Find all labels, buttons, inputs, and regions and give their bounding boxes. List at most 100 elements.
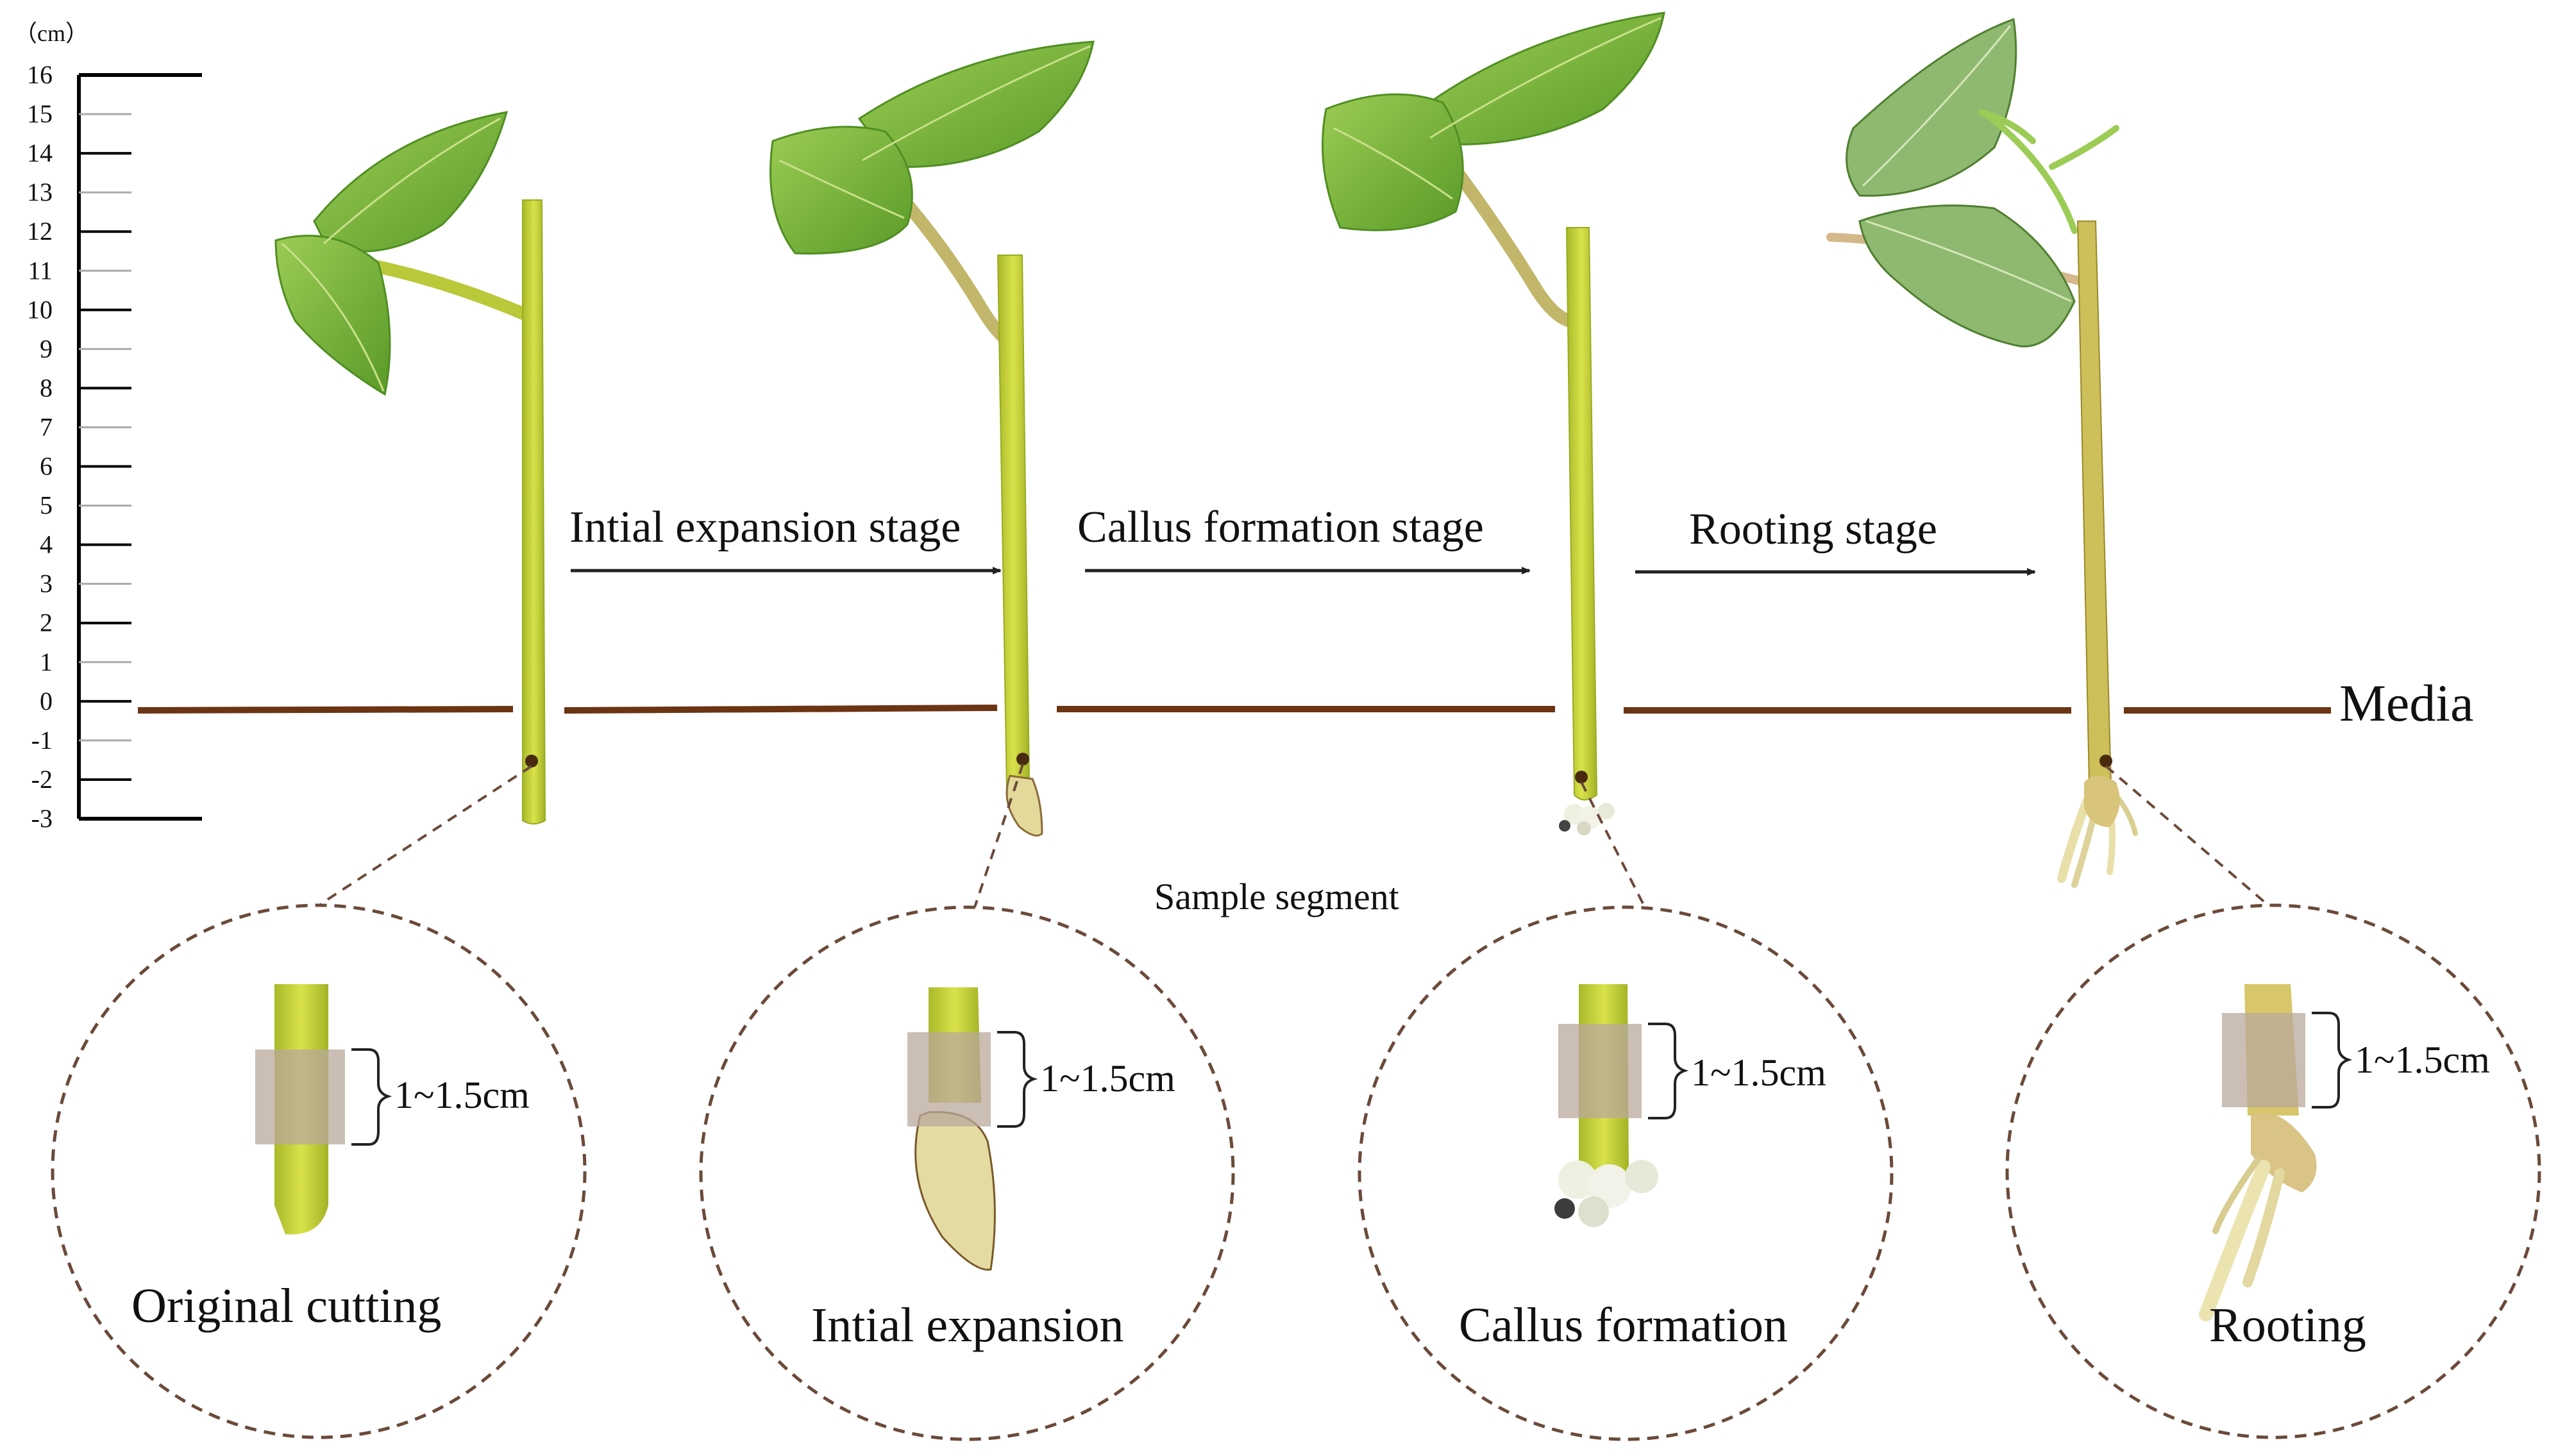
petiole <box>369 260 531 321</box>
leaf-vein <box>1865 220 2072 303</box>
sample-dot <box>1016 753 1029 766</box>
leader-line-1 <box>319 765 533 905</box>
leader-line-4 <box>2105 765 2268 905</box>
range-bracket <box>351 1048 392 1146</box>
leaf-vein <box>323 117 501 245</box>
media-segment <box>137 706 514 714</box>
leaf-vein <box>1862 25 2012 187</box>
ruler-tick-label: 12 <box>27 217 53 246</box>
stage-arrows: Intial expansion stage Callus formation … <box>569 503 2036 576</box>
callus-blob <box>1588 1164 1631 1208</box>
detail-label: Rooting <box>2209 1298 2366 1352</box>
plant-initial-expansion <box>770 40 1095 837</box>
leaf-vein <box>1333 127 1453 200</box>
detail-rooting: 1~1.5cm Rooting <box>2005 903 2541 1439</box>
leaf <box>857 40 1095 168</box>
ruler-tick-label: 0 <box>40 687 53 715</box>
range-bracket <box>1648 1023 1689 1119</box>
ruler-tick-label: 15 <box>27 99 53 128</box>
swollen-base <box>1005 774 1043 837</box>
ruler-tick-label: 2 <box>40 608 53 637</box>
leaf <box>1846 17 2017 197</box>
leaf <box>1321 93 1464 231</box>
sample-segment-label: Sample segment <box>1154 876 1399 917</box>
sample-dot <box>2099 755 2112 767</box>
sample-box <box>1558 1024 1642 1118</box>
root-cluster <box>2057 776 2138 888</box>
ruler-tick-label: 9 <box>40 334 53 363</box>
root <box>2212 1157 2260 1234</box>
plant-rooting <box>1826 17 2138 888</box>
leader-line-2 <box>973 764 1024 908</box>
root <box>2199 1160 2271 1321</box>
ruler-unit-label: （cm） <box>14 21 88 46</box>
ruler-tick-label: 7 <box>40 412 53 441</box>
ruler-tick-label: -3 <box>31 804 53 833</box>
ruler-tick-label: 6 <box>40 452 53 481</box>
stage-label: Intial expansion stage <box>569 503 961 552</box>
range-bracket <box>2312 1012 2353 1109</box>
detail-label: Intial expansion <box>811 1298 1124 1352</box>
callus-blob <box>1577 821 1591 835</box>
stem <box>522 199 546 824</box>
plant-callus-formation <box>1321 12 1665 835</box>
stem <box>997 255 1031 792</box>
ruler-tick-label: 14 <box>27 138 53 167</box>
callus-blob <box>1559 820 1570 832</box>
stage-arrow-rooting: Rooting stage <box>1635 505 2036 576</box>
ruler-tick-label: 5 <box>40 491 53 520</box>
callus-blob <box>1598 803 1615 819</box>
callus-blob <box>1578 1196 1609 1227</box>
stem <box>1565 227 1598 801</box>
callus-blob <box>1558 1160 1597 1199</box>
stage-arrow-callus-formation: Callus formation stage <box>1077 503 1531 574</box>
media-segment <box>564 705 998 714</box>
detail-circle <box>51 903 587 1439</box>
ruler-tick-label: 10 <box>27 295 53 324</box>
leaf-vein <box>778 159 905 219</box>
ruler-tick-label: 8 <box>40 373 53 402</box>
range-label: 1~1.5cm <box>1691 1051 1826 1094</box>
ruler-tick-label: 3 <box>40 569 53 598</box>
root-base <box>2084 776 2120 827</box>
sample-dot <box>1575 771 1588 783</box>
leaf-vein <box>281 242 385 392</box>
detail-circle <box>1358 905 1894 1441</box>
leaf <box>1858 205 2076 347</box>
media-line: Media <box>137 674 2473 732</box>
ruler-tick-label: 13 <box>27 178 53 206</box>
detail-label: Original cutting <box>131 1279 441 1333</box>
callus-tissue <box>1559 803 1615 835</box>
petiole <box>1449 163 1574 327</box>
media-label: Media <box>2339 674 2473 732</box>
sample-box <box>2222 1013 2305 1107</box>
root <box>2242 1168 2285 1287</box>
leaf <box>1418 12 1665 146</box>
callus-blob <box>1554 1198 1575 1219</box>
sample-box <box>255 1050 345 1144</box>
detail-initial-expansion: 1~1.5cm Intial expansion <box>699 905 1235 1441</box>
ruler-tick-label: -1 <box>31 726 53 755</box>
detail-circle <box>699 905 1235 1441</box>
stage-arrow-initial-expansion: Intial expansion stage <box>569 503 1002 574</box>
shoot <box>1978 109 2119 234</box>
ruler-tick-label: 1 <box>40 648 53 676</box>
leaf <box>274 235 391 396</box>
detail-original-cutting: 1~1.5cm Original cutting <box>51 903 587 1439</box>
sample-dot <box>525 755 538 767</box>
leaf-vein <box>1429 17 1661 139</box>
callus-blob <box>1625 1160 1658 1193</box>
stage-label: Callus formation stage <box>1077 503 1484 552</box>
range-bracket <box>997 1031 1038 1128</box>
leader-lines <box>319 764 2268 908</box>
detail-label: Callus formation <box>1459 1298 1788 1352</box>
ruler-tick-label: 4 <box>40 530 53 559</box>
leaf-vein <box>862 45 1091 162</box>
range-label: 1~1.5cm <box>1040 1057 1175 1100</box>
ruler-tick-label: -2 <box>31 765 53 794</box>
roots-closeup <box>2199 1113 2317 1321</box>
detail-callus-formation: 1~1.5cm Callus formation <box>1358 905 1894 1441</box>
range-label: 1~1.5cm <box>2355 1039 2490 1081</box>
